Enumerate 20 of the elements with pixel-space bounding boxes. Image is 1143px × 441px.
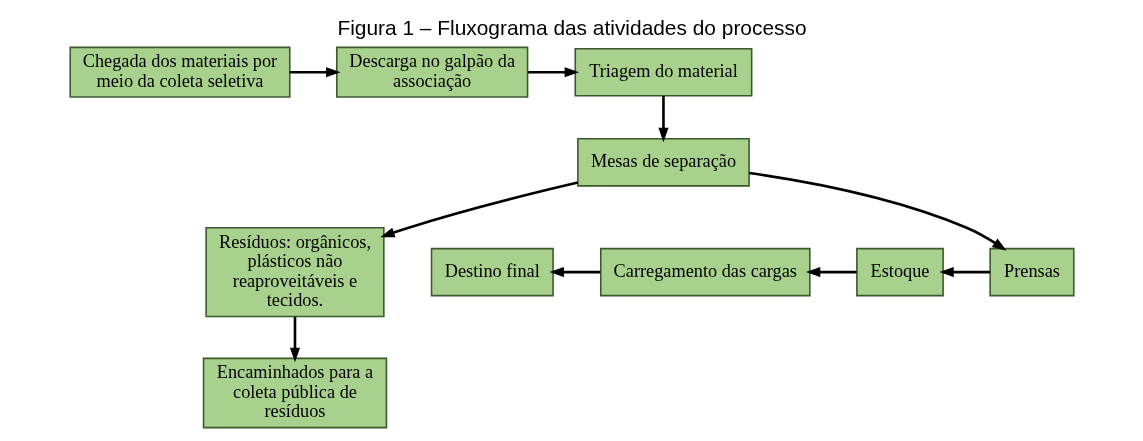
node-box: Prensas bbox=[988, 247, 1075, 297]
node-box: Mesas de separação bbox=[576, 138, 750, 187]
node-box: Chegada dos materiais por meio da coleta seletiva bbox=[68, 46, 291, 98]
diagram-title: Figura 1 – Fluxograma das atividades do processo bbox=[336, 16, 807, 40]
node-box: Carregamento das cargas bbox=[599, 247, 811, 297]
arrow bbox=[289, 67, 340, 78]
arrow bbox=[805, 267, 857, 278]
arrow bbox=[379, 181, 578, 238]
arrow bbox=[289, 316, 300, 363]
node-box: Estoque bbox=[855, 247, 944, 297]
node-box: Triagem do material bbox=[574, 47, 752, 97]
arrow bbox=[748, 171, 1007, 251]
node-box: Descarga no galpão da associação bbox=[335, 46, 528, 98]
arrow bbox=[938, 267, 990, 278]
arrow bbox=[549, 267, 600, 278]
node-box: Resíduos: orgânicos, plásticos não reaproveitáveis e tecidos. bbox=[204, 226, 385, 318]
arrow bbox=[527, 67, 579, 78]
arrow bbox=[657, 96, 668, 143]
node-box: Encaminhados para a coleta pública de resíduos bbox=[202, 357, 387, 429]
node-box: Destino final bbox=[430, 247, 554, 297]
